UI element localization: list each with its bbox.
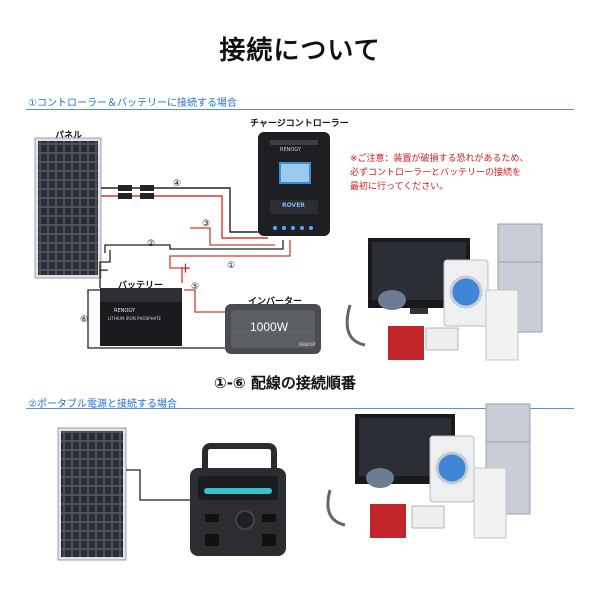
wire-panel-to-portable: [126, 469, 190, 501]
wire-3: [190, 227, 275, 246]
section1-heading: ①コントローラー＆バッテリーに接続する場合: [28, 98, 237, 109]
wire-2: [104, 240, 284, 253]
controller-model: ROVER: [282, 202, 305, 209]
warning-note-line: ※ご注意：装置が破損する恐れがあるため、: [350, 154, 529, 164]
battery-plus-sign: ＋: [180, 262, 191, 275]
battery-minus-sign: －: [98, 264, 109, 277]
section2-heading: ②ポータブル電源と接続する場合: [28, 399, 177, 410]
warning-note-line: 最初に行ってください。: [350, 182, 449, 192]
home-appliances-2: [326, 403, 531, 539]
section2-divider: [26, 408, 574, 409]
inverter-power-text: 1000W: [250, 320, 289, 334]
page-title: 接続について: [219, 36, 381, 66]
wire-number-2: ②: [147, 239, 156, 249]
wire-4: [101, 185, 268, 239]
wire-1: [169, 240, 291, 283]
wire-number-4: ④: [173, 179, 182, 189]
battery-subtitle: LITHIUM IRON PHOSPHATE: [108, 316, 161, 321]
battery: [100, 288, 182, 346]
battery-label: バッテリー: [118, 281, 164, 291]
section1-divider: [26, 109, 574, 110]
wire-number-3: ③: [202, 219, 211, 229]
wire-number-5: ⑤: [191, 282, 200, 292]
wire-6: [87, 289, 225, 349]
portable-power-station: [190, 443, 286, 556]
inverter: [225, 304, 321, 354]
wire-number-1: ①: [227, 261, 236, 271]
solar-panel: [34, 137, 102, 279]
home-appliances: [345, 223, 543, 361]
charge-controller: [258, 132, 330, 236]
battery-brand: RENOGY: [114, 308, 135, 314]
controller-brand: RENOGY: [280, 147, 301, 153]
inverter-brand: RENOGY: [299, 342, 316, 347]
wire-5: [184, 289, 225, 313]
inverter-label: インバーター: [248, 297, 303, 307]
wire-battery-minus: [99, 250, 111, 288]
wiring-order-caption: ①-⑥ 配線の接続順番: [214, 374, 356, 392]
warning-note: ※ご注意：装置が破損する恐れがあるため、 必ずコントローラーとバッテリーの接続を…: [350, 152, 529, 194]
controller-label: チャージコントローラー: [250, 119, 349, 129]
wire-number-6: ⑥: [80, 315, 89, 325]
solar-panel-2: [57, 427, 127, 561]
warning-note-line: 必ずコントローラーとバッテリーの接続を: [350, 168, 522, 178]
panel-label: パネル: [55, 131, 83, 141]
